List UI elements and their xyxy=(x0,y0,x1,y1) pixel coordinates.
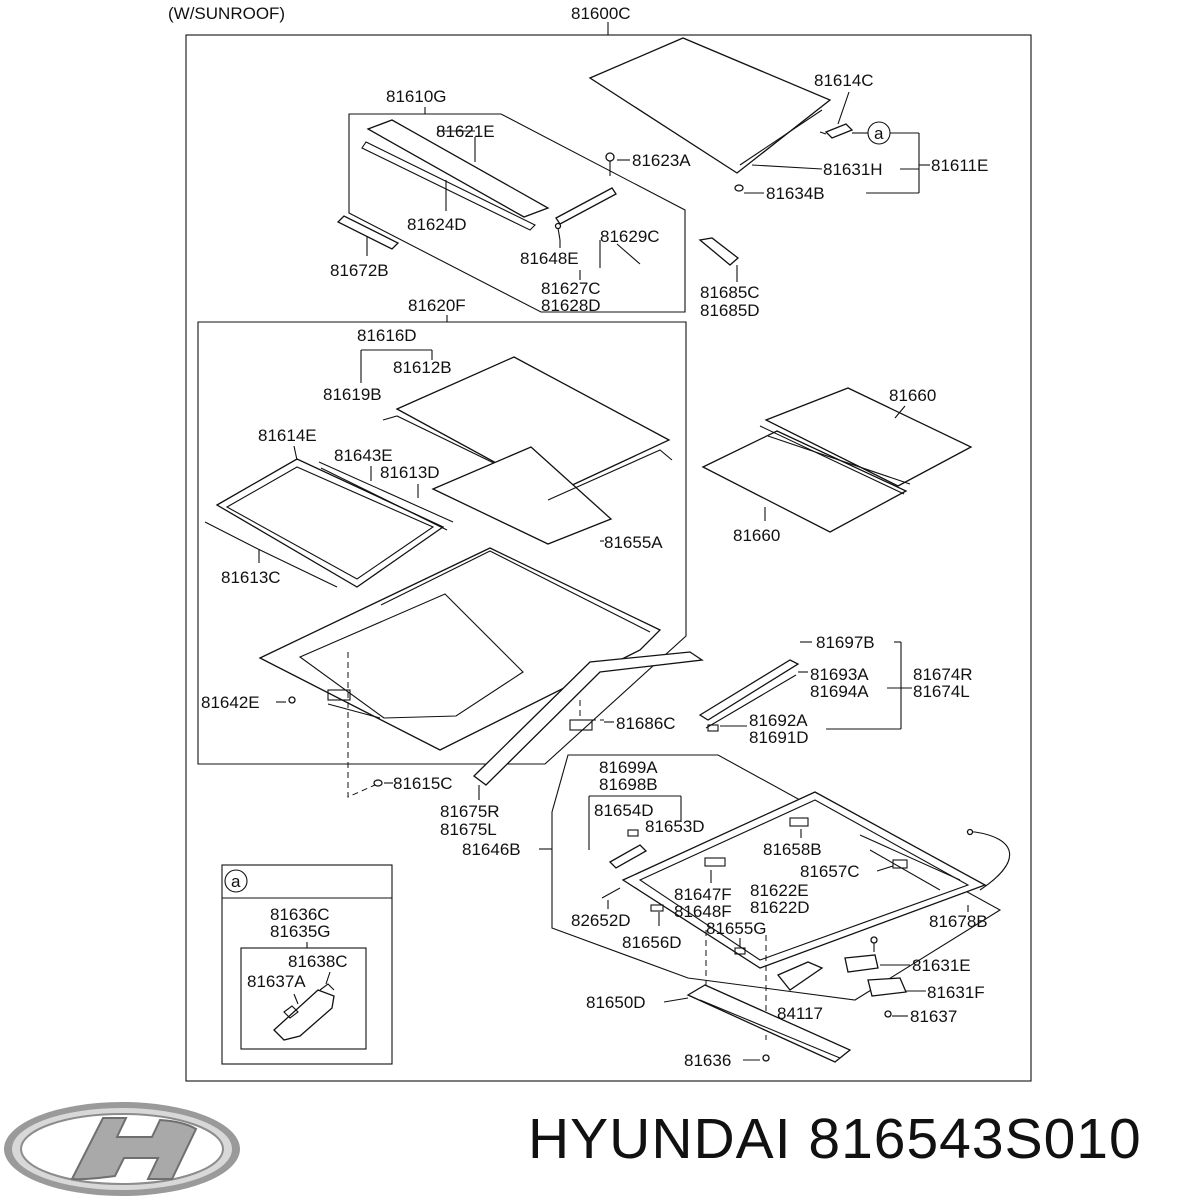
part-label-81647F: 81647F xyxy=(674,885,732,904)
drain-hose-drawing xyxy=(698,237,740,266)
part-label-81675L: 81675L xyxy=(440,820,497,839)
part-label-84117: 84117 xyxy=(777,1004,823,1023)
sunroof-variant-label: (W/SUNROOF) xyxy=(168,4,285,23)
part-label-81631H: 81631H xyxy=(823,160,883,179)
part-label-82652D: 82652D xyxy=(571,911,631,930)
deflector-drawing xyxy=(361,119,550,231)
inset-a-frame xyxy=(221,864,393,1065)
part-label-81686C: 81686C xyxy=(616,714,676,733)
part-label-81650D: 81650D xyxy=(586,993,646,1012)
part-label-81615C: 81615C xyxy=(393,774,453,793)
part-label-81653D: 81653D xyxy=(645,817,705,836)
part-label-81616D: 81616D xyxy=(357,326,417,345)
part-label-81655A: 81655A xyxy=(604,533,663,552)
sunshade-drawing xyxy=(701,387,973,533)
deflector-arm-drawing xyxy=(554,152,617,241)
part-label-81622E: 81622E xyxy=(750,881,809,900)
weatherstrip-drawing xyxy=(204,458,454,588)
part-label-81613D: 81613D xyxy=(380,463,440,482)
part-label-81692A: 81692A xyxy=(749,711,808,730)
part-label-81611E: 81611E xyxy=(931,156,988,175)
part-label-81636: 81636 xyxy=(684,1051,731,1070)
part-label-81657C: 81657C xyxy=(800,862,860,881)
part-label-81619B: 81619B xyxy=(323,385,382,404)
part-label-81656D: 81656D xyxy=(622,933,682,952)
part-label-81693A: 81693A xyxy=(810,665,869,684)
part-label-81614C: 81614C xyxy=(814,71,874,90)
part-label-81627C: 81627C xyxy=(541,279,601,298)
part-label-81699A: 81699A xyxy=(599,758,658,777)
part-label-81620F: 81620F xyxy=(408,296,466,315)
inset-a-marker: a xyxy=(231,872,241,891)
sliding-mechanism-drawing xyxy=(608,791,1011,969)
part-label-81694A: 81694A xyxy=(810,682,869,701)
part-label-81637A: 81637A xyxy=(247,972,306,991)
sunroof-clip-drawing xyxy=(819,123,854,139)
part-label-81636C: 81636C xyxy=(270,905,330,924)
part-label-81678B: 81678B xyxy=(929,912,988,931)
part-label-81612B: 81612B xyxy=(393,358,452,377)
part-label-81660-lower: 81660 xyxy=(733,526,780,545)
side-bracket-drawing xyxy=(336,215,400,250)
part-label-81622D: 81622D xyxy=(750,898,810,917)
part-label-81658B: 81658B xyxy=(763,840,822,859)
part-label-81634B: 81634B xyxy=(766,184,825,203)
part-label-81623A: 81623A xyxy=(632,151,691,170)
rear-bracket-drawing xyxy=(686,961,852,1063)
side-molding-drawing xyxy=(698,659,800,732)
part-label-81698B: 81698B xyxy=(599,775,658,794)
brand-part-number: HYUNDAI 816543S010 xyxy=(528,1107,1142,1171)
part-label-81646B: 81646B xyxy=(462,840,521,859)
part-label-81631F: 81631F xyxy=(927,983,985,1002)
part-label-81672B: 81672B xyxy=(330,261,389,280)
part-label-81674L: 81674L xyxy=(913,682,970,701)
part-label-81643E: 81643E xyxy=(334,446,393,465)
hyundai-logo-icon xyxy=(4,1102,240,1196)
part-label-81638C: 81638C xyxy=(288,952,348,971)
motor-drawing xyxy=(844,936,907,1018)
sunroof-frame-drawing xyxy=(258,547,662,751)
part-label-81613C: 81613C xyxy=(221,568,281,587)
part-label-81600C: 81600C xyxy=(571,4,631,23)
part-label-81635G: 81635G xyxy=(270,922,331,941)
part-label-81675R: 81675R xyxy=(440,802,500,821)
glass-panel-drawing xyxy=(382,356,673,545)
part-label-81648F: 81648F xyxy=(674,902,732,921)
part-label-81610G: 81610G xyxy=(386,87,447,106)
part-label-81685D: 81685D xyxy=(700,301,760,320)
part-label-81642E: 81642E xyxy=(201,693,260,712)
part-label-81691D: 81691D xyxy=(749,728,809,747)
part-label-81685C: 81685C xyxy=(700,283,760,302)
part-label-81624D: 81624D xyxy=(407,215,467,234)
inset-clip-drawing xyxy=(273,983,335,1041)
part-label-81637: 81637 xyxy=(910,1007,957,1026)
part-label-81614E: 81614E xyxy=(258,426,317,445)
part-label-81648E: 81648E xyxy=(520,249,579,268)
part-label-81660-upper: 81660 xyxy=(889,386,936,405)
part-label-81621E: 81621E xyxy=(436,122,495,141)
part-label-81628D: 81628D xyxy=(541,296,601,315)
part-label-81629C: 81629C xyxy=(600,227,660,246)
callout-a-label: a xyxy=(874,124,884,143)
part-label-81674R: 81674R xyxy=(913,665,973,684)
roof-panel-drawing xyxy=(588,37,832,174)
part-label-81655G: 81655G xyxy=(706,919,767,938)
part-label-81654D: 81654D xyxy=(594,801,654,820)
part-label-81697B: 81697B xyxy=(816,633,875,652)
part-label-81631E: 81631E xyxy=(912,956,971,975)
